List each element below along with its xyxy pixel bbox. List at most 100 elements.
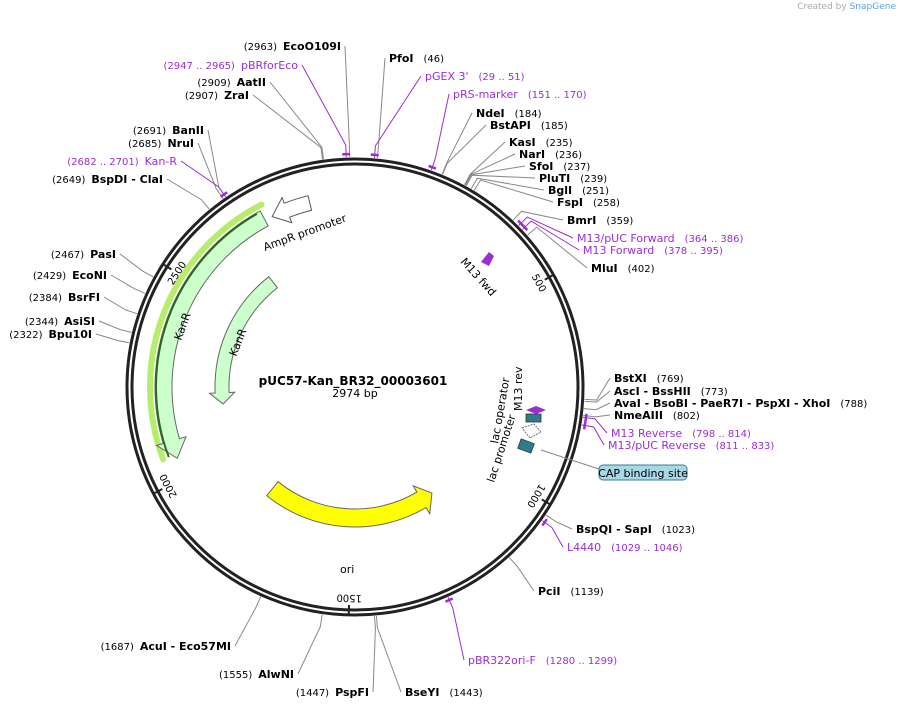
primer-label-m13rev[interactable]: M13 Reverse(798 .. 814) <box>611 427 751 440</box>
primer-mark-pgex3[interactable] <box>370 153 379 157</box>
site-leader-bstapi <box>442 124 487 175</box>
primer-label-pgex3[interactable]: pGEX 3'(29 .. 51) <box>425 70 525 83</box>
primer-mark-prsmarker[interactable] <box>428 164 437 170</box>
site-label-pspfi[interactable]: (1447) PspFI <box>296 686 369 699</box>
site-label-pasi[interactable]: (2467)PasI <box>51 248 116 261</box>
site-name-text: PspFI <box>335 686 369 699</box>
site-leader-mlui <box>527 226 588 269</box>
site-pos-text: (2384) <box>29 293 62 304</box>
site-leader-zrai <box>252 94 324 160</box>
site-pos-text: (773) <box>701 387 728 398</box>
primer-label-pbrforeco[interactable]: (2947 .. 2965)pBRforEco <box>164 59 299 72</box>
site-label-alwni[interactable]: (1555)AlwNI <box>219 668 294 681</box>
site-leader-bspqi <box>545 514 573 530</box>
site-pos-text: (2685) <box>128 139 161 150</box>
site-leader-pspfi <box>372 616 376 693</box>
site-label-bsrfi[interactable]: (2384) BsrFI <box>29 291 100 304</box>
site-name-text: AcuI - Eco57MI <box>140 640 231 653</box>
site-label-avai[interactable]: AvaI - BsoBI - PaeR7I - PspXI - XhoI(788… <box>614 397 867 410</box>
site-label-mlui[interactable]: MluI(402) <box>591 262 655 275</box>
site-label-asisi[interactable]: (2344)AsiSI <box>25 315 95 328</box>
site-leader-ecoini <box>110 274 146 294</box>
site-label-fspi[interactable]: FspI(258) <box>557 196 620 209</box>
ampr-promoter-arrow[interactable] <box>271 195 313 224</box>
site-label-sfoi[interactable]: SfoI(237) <box>529 160 590 173</box>
site-label-nmeaiii[interactable]: NmeAIII(802) <box>614 409 700 422</box>
kanr-inner-arrow[interactable] <box>208 275 279 405</box>
m13-rev-feature[interactable] <box>526 406 546 414</box>
site-label-pluti[interactable]: PluTI(239) <box>539 172 607 185</box>
primer-label-l4440[interactable]: L4440(1029 .. 1046) <box>567 541 683 554</box>
site-name-text: BglI <box>548 184 572 197</box>
primer-pos-text: (1280 .. 1299) <box>546 656 618 667</box>
site-name-text: KasI <box>509 136 536 149</box>
site-pos-text: (235) <box>546 138 573 149</box>
site-leader-ecoo109i <box>344 45 351 158</box>
tick-mark <box>541 498 550 505</box>
primer-mark-m13rev[interactable] <box>584 413 588 422</box>
site-pos-text: (1139) <box>570 587 603 598</box>
site-pos-text: (2322) <box>9 330 42 341</box>
site-leader-asisi <box>98 320 132 333</box>
site-name-text: Bpu10I <box>49 328 93 341</box>
site-label-nrui[interactable]: (2685)NruI <box>128 137 194 150</box>
site-leader-asci <box>584 390 611 403</box>
cap-binding-box[interactable] <box>598 464 688 481</box>
primer-label-m13puc-rev[interactable]: M13/pUC Reverse(811 .. 833) <box>608 439 774 452</box>
lac-operator-feature[interactable] <box>525 413 542 423</box>
primer-mark-pbr322ori[interactable] <box>445 597 454 603</box>
primer-mark-kanr-primer[interactable] <box>219 191 228 198</box>
site-label-acui[interactable]: (1687)AcuI - Eco57MI <box>101 640 231 653</box>
site-label-bspqi[interactable]: BspQI - SapI(1023) <box>576 523 695 536</box>
primer-marks <box>219 152 588 603</box>
site-name-text: PluTI <box>539 172 570 185</box>
primer-label-m13puc-fwd[interactable]: M13/pUC Forward(364 .. 386) <box>577 232 743 245</box>
primer-mark-l4440[interactable] <box>541 518 548 527</box>
site-label-zrai[interactable]: (2907)ZraI <box>185 89 249 102</box>
site-leader-bspdi <box>166 178 210 210</box>
site-leader-acui <box>234 596 262 647</box>
site-name-text: BsrFI <box>68 291 100 304</box>
site-name-text: PciI <box>538 585 560 598</box>
site-label-bstxi[interactable]: BstXI(769) <box>614 372 684 385</box>
primer-label-m13fwd[interactable]: M13 Forward (378 .. 395) <box>583 244 723 257</box>
primer-mark-m13puc-rev[interactable] <box>582 421 587 430</box>
site-label-pcii[interactable]: PciI (1139) <box>538 585 604 598</box>
site-label-bmri[interactable]: BmrI(359) <box>567 214 633 227</box>
primer-leader-l4440 <box>541 520 564 548</box>
primer-mark-m13fwd[interactable] <box>521 223 529 232</box>
site-label-bspdi[interactable]: (2649)BspDI - ClaI <box>52 173 163 186</box>
site-label-kasi[interactable]: KasI (235) <box>509 136 573 149</box>
site-label-bseyi[interactable]: BseYI(1443) <box>405 686 483 699</box>
m13-fwd-feature[interactable] <box>481 252 494 266</box>
cap-binding-feature[interactable] <box>517 438 535 454</box>
site-name-text: AvaI - BsoBI - PaeR7I - PspXI - XhoI <box>614 397 830 410</box>
site-label-nari[interactable]: NarI(236) <box>519 148 582 161</box>
site-label-ecoo109i[interactable]: (2963)EcoO109I <box>244 40 341 53</box>
site-pos-text: (236) <box>555 150 582 161</box>
primer-name-text: pBRforEco <box>241 59 298 72</box>
site-name-text: SfoI <box>529 160 553 173</box>
primer-name-text: M13 Forward <box>583 244 654 257</box>
primer-label-kanr-primer[interactable]: (2682 .. 2701)Kan-R <box>67 155 177 168</box>
site-name-text: BstXI <box>614 372 647 385</box>
site-label-ecoini[interactable]: (2429)EcoNI <box>33 269 107 282</box>
site-label-asci[interactable]: AscI - BssHII(773) <box>614 385 728 398</box>
site-label-bgli[interactable]: BglI(251) <box>548 184 609 197</box>
primer-label-pbr322ori[interactable]: pBR322ori-F(1280 .. 1299) <box>468 654 617 667</box>
tick-label: 500 <box>529 272 548 294</box>
primer-pos-text: (2682 .. 2701) <box>67 157 139 168</box>
site-pos-text: (1447) <box>296 688 329 699</box>
site-label-pfoi[interactable]: PfoI(46) <box>389 52 444 65</box>
site-label-banii[interactable]: (2691)BanII <box>133 124 204 137</box>
site-label-bpu10i[interactable]: (2322) Bpu10I <box>9 328 92 341</box>
primer-label-prsmarker[interactable]: pRS-marker(151 .. 170) <box>453 88 587 101</box>
site-label-bstapi[interactable]: BstAPI(185) <box>490 119 568 132</box>
ampr-promoter-label: AmpR promoter <box>262 212 349 254</box>
site-label-aatii[interactable]: (2909)AatII <box>197 76 266 89</box>
primer-pos-text: (378 .. 395) <box>664 246 723 257</box>
ori-arrow[interactable] <box>266 480 433 528</box>
site-label-ndei[interactable]: NdeI(184) <box>476 107 542 120</box>
lac-promoter-feature[interactable] <box>521 423 542 439</box>
